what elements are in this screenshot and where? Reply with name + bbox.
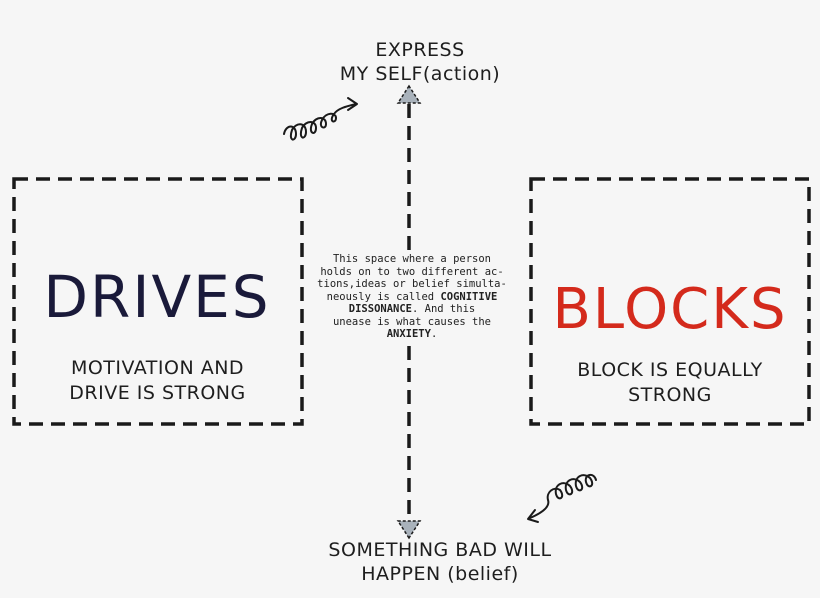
note-line: holds on to two different ac- <box>320 265 504 278</box>
up-arrow-icon <box>396 84 422 104</box>
action-label-line1: EXPRESS <box>375 39 465 61</box>
dissonance-term: DISSONANCE <box>348 303 412 315</box>
note-text: neously is called <box>326 290 441 303</box>
squiggle-arrow-icon <box>527 474 597 523</box>
cognitive-dissonance-note: This space where a person holds on to tw… <box>312 251 512 343</box>
drives-desc-line1: MOTIVATION AND <box>70 357 245 379</box>
drives-description: MOTIVATION AND DRIVE IS STRONG <box>20 356 295 406</box>
note-line: This space where a person <box>332 253 492 265</box>
note-text: . <box>430 328 438 340</box>
note-line: ANXIETY. <box>312 328 512 341</box>
squiggle-arrow-icon <box>283 97 358 141</box>
drives-title: DRIVES <box>43 263 271 331</box>
belief-label-line1: SOMETHING BAD WILL <box>328 539 552 561</box>
cognitive-term: COGNITIVE <box>440 290 498 303</box>
blocks-title: BLOCKS <box>552 277 788 342</box>
note-line: tions,ideas or belief simulta- <box>317 278 507 290</box>
blocks-description: BLOCK IS EQUALLY STRONG <box>540 358 800 408</box>
down-arrow-icon <box>396 520 422 540</box>
drives-box <box>12 177 304 426</box>
action-label: EXPRESS MY SELF(action) <box>320 38 520 86</box>
blocks-desc-line2: STRONG <box>628 384 712 406</box>
belief-label-line2: HAPPEN (belief) <box>361 563 519 585</box>
note-line: neously is called COGNITIVE <box>312 291 512 304</box>
drives-desc-line2: DRIVE IS STRONG <box>69 382 246 404</box>
note-line: DISSONANCE. And this <box>312 303 512 316</box>
belief-label: SOMETHING BAD WILL HAPPEN (belief) <box>295 538 585 586</box>
anxiety-term: ANXIETY <box>386 328 431 340</box>
action-label-line2: MY SELF(action) <box>339 63 501 85</box>
note-line: unease is what causes the <box>332 315 492 328</box>
blocks-desc-line1: BLOCK IS EQUALLY <box>577 359 763 381</box>
blocks-box <box>529 177 811 426</box>
note-text: . And this <box>412 303 476 315</box>
